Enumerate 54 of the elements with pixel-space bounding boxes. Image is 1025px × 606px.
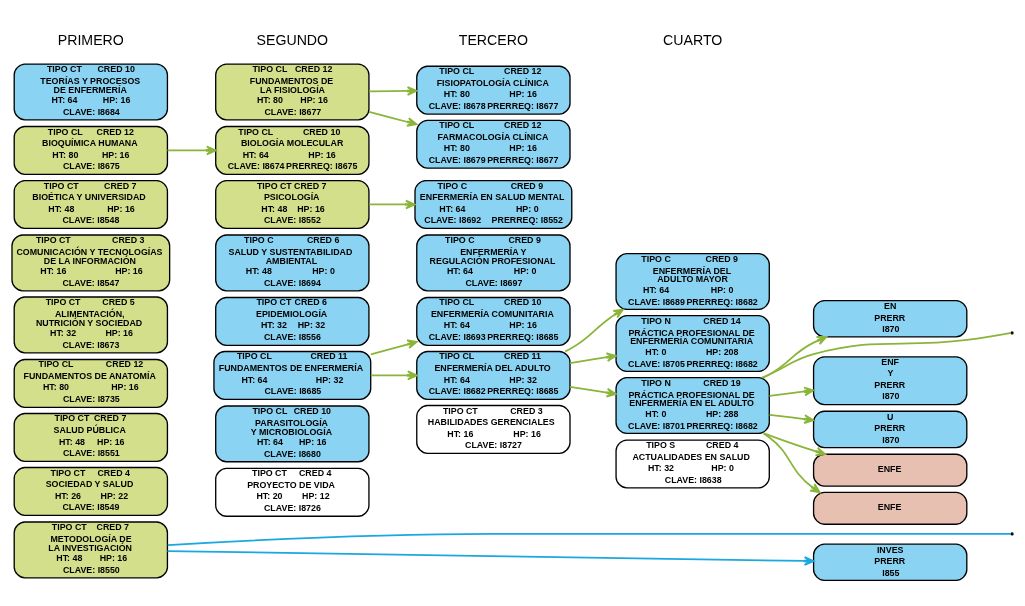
- node-box: TIPO CT CRED 4 PROYECTO DE VIDA HT: 20 HP: 12 CLAVE: I8726: [215, 467, 370, 517]
- node-box: TIPO N CRED 19 PRÁCTICA PROFESIONAL DE ENFERMERÍA EN EL ADULTO HT: 0 HP: 288 CLAVE: I8701 PRERREQ: I8682: [615, 376, 770, 435]
- arrow: [368, 199, 416, 210]
- label: PRIMERO: [57, 31, 124, 48]
- node-box: TIPO CT CRED 3 HABILIDADES GERENCIALES HT: 16 HP: 16 CLAVE: I8727: [416, 404, 571, 454]
- arrow: [564, 308, 624, 353]
- node-box: TIPO S CRED 4 ACTUALIDADES EN SALUD HT: 32 HP: 0 CLAVE: I8638: [615, 439, 770, 489]
- arrow: [569, 352, 617, 365]
- node-box: TIPO CT CRED 7 METODOLOGÍA DE LA INVESTIGACIÓN HT: 48 HP: 16 CLAVE: I8550: [13, 521, 169, 579]
- node-box: ENFE: [812, 453, 968, 487]
- node-box: TIPO CT CRED 7 BIOÉTICA Y UNIVERSIDAD HT: 48 HP: 16 CLAVE: I8548: [13, 179, 169, 230]
- arrow: [768, 413, 815, 424]
- node-box: TIPO CL CRED 10 BIOLOGÍA MOLECULAR HT: 64 HP: 16 CLAVE: I8674 PRERREQ: I8675: [215, 125, 370, 175]
- node-box: TIPO N CRED 14 PRÁCTICA PROFESIONAL DE ENFERMERÍA COMUNITARIA HT: 0 HP: 208 CLAVE: I8705 PRERREQ: I8682: [615, 314, 770, 373]
- label: SEGUNDO: [256, 31, 329, 48]
- arrow: [369, 370, 418, 381]
- node-box: TIPO CT CRED 4 SOCIEDAD Y SALUD HT: 26 HP: 22 CLAVE: I8549: [13, 466, 169, 517]
- node-box: ENFE: [812, 491, 968, 525]
- arrow: [569, 386, 617, 398]
- node-box: TIPO CT CRED 5 ALIMENTACIÓN, NUTRICIÓN Y SOCIEDAD HT: 32 HP: 16 CLAVE: I8673: [13, 296, 169, 354]
- arrow: [768, 386, 815, 397]
- arrow: [762, 432, 821, 494]
- label: TERCERO: [458, 31, 528, 48]
- arrow: [763, 432, 826, 457]
- node-box: TIPO CT CRED 10 TEORÍAS Y PROCESOS DE ENFERMERÍA HT: 64 HP: 16 CLAVE: I8684: [13, 63, 169, 121]
- node-box: TIPO CT CRED 7 SALUD PÚBLICA HT: 48 HP: 16 CLAVE: I8551: [13, 412, 169, 462]
- arrow: [369, 339, 418, 356]
- label: CUARTO: [663, 31, 723, 48]
- node-box: TIPO CL CRED 12 FARMACOLOGÍA CLÍNICA HT: 80 HP: 16 CLAVE: I8679 PRERREQ: I8677: [416, 119, 571, 169]
- node-box: INVES PRERR I855: [812, 543, 968, 582]
- node-box: TIPO CL CRED 10 ENFERMERÍA COMUNITARIA HT: 64 HP: 16 CLAVE: I8693 PRERREQ: I8685: [416, 296, 571, 346]
- node-box: TIPO CT CRED 6 EPIDEMIOLOGÍA HT: 32 HP: 32 CLAVE: I8556: [215, 296, 370, 346]
- node-box: TIPO CL CRED 10 PARASITOLOGÍA Y MICROBIOLOGÍA HT: 64 HP: 16 CLAVE: I8680: [215, 405, 370, 463]
- arrow: [368, 86, 418, 96]
- node-box: EN PRERR I870: [812, 299, 968, 338]
- node-box: TIPO CL CRED 12 FUNDAMENTOS DE LA FISIOLOGÍA HT: 80 HP: 16 CLAVE: I8677: [215, 63, 370, 121]
- node-box: TIPO CL CRED 11 ENFERMERÍA DEL ADULTO HT: 64 HP: 32 CLAVE: I8682 PRERREQ: I8685: [416, 350, 571, 400]
- node-box: TIPO C CRED 9 ENFERMERÍA EN SALUD MENTAL HT: 64 HP: 0 CLAVE: I8692 PRERREQ: I8552: [414, 179, 573, 230]
- node-box: TIPO CL CRED 12 BIOQUÍMICA HUMANA HT: 80 HP: 16 CLAVE: I8675: [13, 125, 169, 175]
- connector: [761, 332, 1012, 379]
- node-box: TIPO C CRED 6 SALUD Y SUSTENTABILIDAD AMBIENTAL HT: 48 HP: 0 CLAVE: I8694: [215, 234, 370, 292]
- node-box: TIPO C CRED 9 ENFERMERÍA Y REGULACIÓN PROFESIONAL HT: 64 HP: 0 CLAVE: I8697: [416, 234, 571, 292]
- node-box: U PRERR I870: [812, 410, 968, 449]
- node-box: TIPO CT CRED 3 COMUNICACIÓN Y TECNOLOGÍAS DE LA INFORMACIÓN HT: 16 HP: 16 CLAVE: I8547: [11, 234, 171, 292]
- node-box: ENF Y PRERR I870: [812, 356, 968, 406]
- arrow: [762, 335, 828, 379]
- node-box: TIPO CL CRED 12 FUNDAMENTOS DE ANATOMÍA HT: 80 HP: 16 CLAVE: I8735: [13, 358, 169, 408]
- node-box: TIPO C CRED 9 ENFERMERÍA DEL ADULTO MAYOR HT: 64 HP: 0 CLAVE: I8689 PRERREQ: I8682: [615, 252, 770, 311]
- node-box: TIPO CL CRED 11 FUNDAMENTOS DE ENFERMERÍA HT: 64 HP: 32 CLAVE: I8685: [213, 350, 372, 400]
- node-box: TIPO CL CRED 12 FISIOPATOLOGÍA CLÍNICA HT: 80 HP: 16 CLAVE: I8678 PRERREQ: I8677: [416, 65, 571, 115]
- arrow: [368, 111, 418, 127]
- arrow: [166, 550, 815, 566]
- node-box: TIPO CT CRED 7 PSICOLOGÍA HT: 48 HP: 16 CLAVE: I8552: [215, 179, 370, 230]
- arrow: [166, 145, 217, 156]
